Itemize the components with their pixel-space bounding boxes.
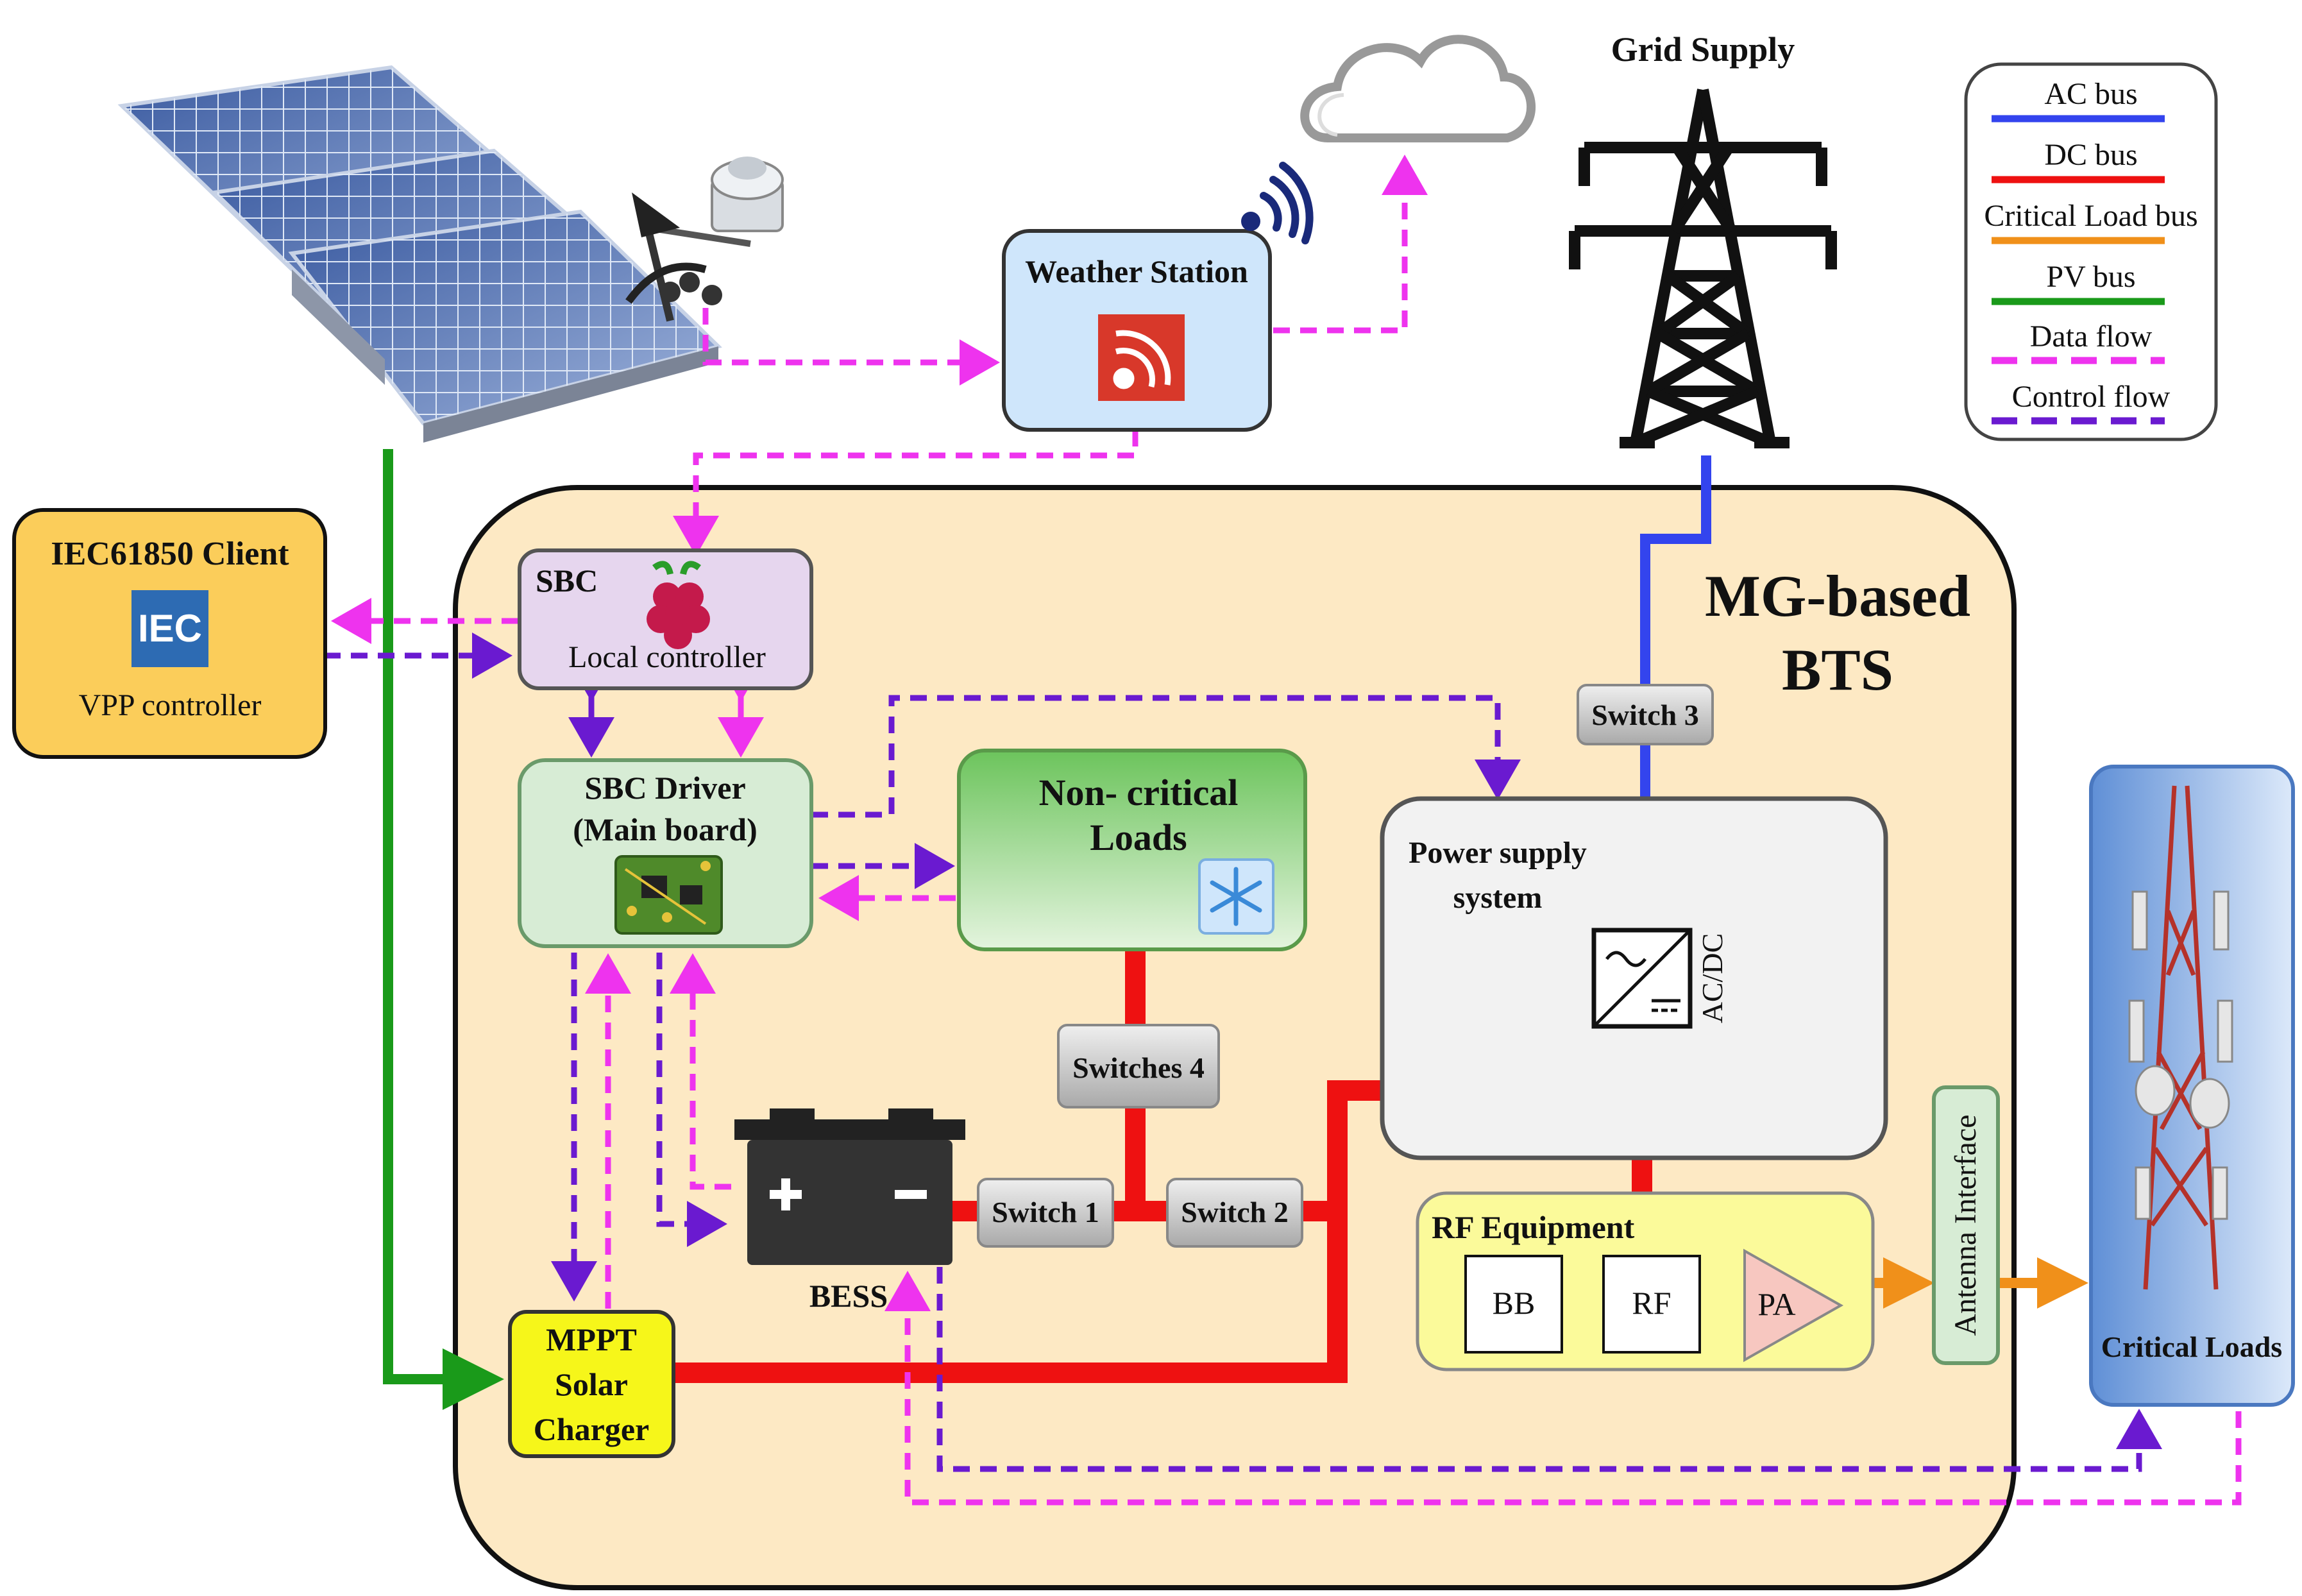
rf-label: RF — [1632, 1285, 1671, 1321]
legend-label-control-flow: Control flow — [2012, 380, 2171, 414]
critical-loads-box: Critical Loads — [2089, 765, 2295, 1407]
wifi-signal-icon — [1241, 162, 1314, 244]
legend-label-data-flow: Data flow — [2030, 319, 2153, 353]
mg-area-title-line2: BTS — [1782, 637, 1893, 702]
grid-supply-label: Grid Supply — [1611, 30, 1795, 69]
iec-logo-text: IEC — [138, 607, 202, 650]
mppt-label-line3: Charger — [534, 1411, 650, 1447]
cloud-icon — [1300, 35, 1536, 142]
psu-title-line2: system — [1453, 881, 1543, 915]
weather-station-box: Weather Station — [1002, 162, 1314, 432]
sbc-title: SBC — [536, 563, 598, 598]
control-flow-to-critical-loads — [936, 1267, 2162, 1472]
psu-title-line1: Power supply — [1409, 836, 1587, 870]
data-flow-sensor-to-weather — [702, 308, 1000, 386]
legend-item: DC bus — [1992, 138, 2165, 183]
legend-box — [1964, 62, 2218, 441]
data-flow-critical-loads-to-bess — [884, 1271, 2242, 1506]
iec61850-client-box: IEC61850 Client IEC VPP controller — [12, 508, 327, 759]
sbc-box: SBC Local controller — [518, 548, 813, 690]
switch-2: Switch 2 — [1166, 1178, 1303, 1248]
mppt-solar-charger-box: MPPT Solar Charger — [508, 1310, 675, 1458]
sbc-driver-title-line2: (Main board) — [573, 811, 757, 847]
client-title: IEC61850 Client — [51, 536, 289, 572]
legend-item: Control flow — [1992, 380, 2171, 425]
circuit-board-icon — [614, 855, 723, 935]
data-flow-weather-to-sbc — [673, 430, 1138, 556]
antenna-interface-label: Antenna Interface — [1949, 1114, 1983, 1336]
rf-block — [1602, 1255, 1701, 1354]
sbc-driver-title-line1: SBC Driver — [584, 770, 745, 806]
non-critical-title-line1: Non- critical — [1039, 772, 1239, 813]
solar-panels-image — [117, 65, 722, 443]
legend-item: Critical Load bus — [1984, 199, 2198, 244]
antenna-interface-box: Antenna Interface — [1932, 1085, 2000, 1365]
mg-area-title-line1: MG-based — [1705, 563, 1970, 629]
pa-label: PA — [1757, 1286, 1795, 1322]
ac-dc-converter-label: AC/DC — [1696, 933, 1729, 1024]
legend-label-ac-bus: AC bus — [2044, 77, 2137, 111]
switches-4-label: Switches 4 — [1072, 1051, 1205, 1084]
non-critical-title-line2: Loads — [1090, 817, 1187, 858]
weather-sensor-image — [625, 157, 784, 322]
legend-item: Data flow — [1992, 319, 2165, 364]
switch-3: Switch 3 — [1577, 684, 1714, 745]
legend-item: PV bus — [1992, 260, 2165, 305]
sbc-driver-box: SBC Driver (Main board) — [518, 758, 813, 948]
iec-logo-icon — [131, 590, 208, 667]
critical-loads-label: Critical Loads — [2101, 1330, 2282, 1363]
legend-item: AC bus — [1992, 77, 2165, 123]
transmission-tower-icon — [1569, 89, 1837, 448]
bess-label: BESS — [809, 1278, 888, 1314]
pv-bus-line — [383, 449, 504, 1410]
mppt-label-line2: Solar — [555, 1366, 628, 1402]
bb-block — [1464, 1255, 1563, 1354]
ac-bus-line — [1640, 455, 1711, 1001]
battery-icon — [734, 1108, 965, 1265]
raspberry-pi-icon — [647, 561, 710, 649]
switch-1-label: Switch 1 — [992, 1196, 1099, 1228]
control-flow-driver-to-psu — [811, 695, 1521, 818]
switch-1: Switch 1 — [977, 1178, 1114, 1248]
ac-dc-converter-icon — [1591, 928, 1693, 1029]
snowflake-icon — [1198, 858, 1274, 935]
legend-label-dc-bus: DC bus — [2044, 138, 2137, 172]
legend-label-critical-load-bus: Critical Load bus — [1984, 199, 2197, 233]
power-supply-box: Power supply system AC/DC — [1380, 796, 1888, 1160]
switch-2-label: Switch 2 — [1181, 1196, 1288, 1228]
pa-amplifier-icon — [1743, 1248, 1844, 1363]
data-flow-bess-to-driver — [670, 953, 731, 1190]
switch-3-label: Switch 3 — [1591, 699, 1698, 731]
control-flow-driver-to-bess — [656, 953, 727, 1247]
switches-4: Switches 4 — [1057, 1024, 1220, 1108]
bb-label: BB — [1493, 1285, 1536, 1321]
rf-equipment-box: RF Equipment BB RF PA — [1416, 1191, 1875, 1371]
data-flow-weather-to-cloud — [1273, 155, 1428, 334]
non-critical-loads-box: Non- critical Loads — [957, 749, 1307, 951]
client-subtitle: VPP controller — [79, 688, 262, 722]
sbc-subtitle: Local controller — [568, 640, 766, 674]
weather-station-label: Weather Station — [1025, 253, 1248, 289]
mppt-label-line1: MPPT — [546, 1321, 637, 1357]
rf-equipment-title: RF Equipment — [1432, 1209, 1635, 1245]
legend-label-pv-bus: PV bus — [2046, 260, 2135, 294]
